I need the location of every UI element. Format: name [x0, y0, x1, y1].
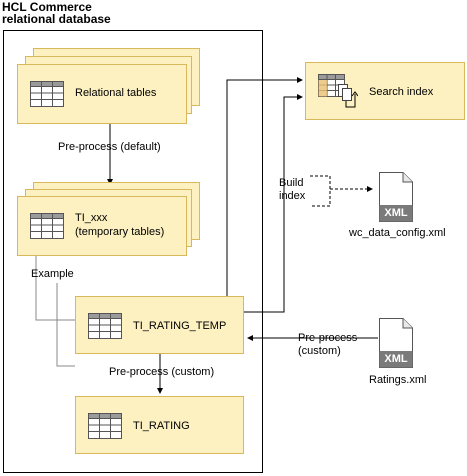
- xml-file-icon: [379, 172, 413, 222]
- example-label: Example: [31, 268, 74, 280]
- table-icon: [88, 413, 122, 439]
- table-icon: [30, 213, 64, 239]
- preprocess-custom-label-line2: (custom): [298, 345, 341, 357]
- ti-xxx-label-line2: (temporary tables): [75, 226, 165, 238]
- relational-tables-box[interactable]: Relational tables: [17, 64, 187, 124]
- config-xml-badge: XML: [384, 207, 408, 219]
- database-boundary: [3, 30, 263, 473]
- ti-xxx-label-line1: TI_xxx: [75, 212, 108, 224]
- ti-xxx-box[interactable]: TI_xxx (temporary tables): [17, 196, 187, 256]
- search-index-label: Search index: [369, 86, 434, 98]
- ratings-file-name[interactable]: Ratings.xml: [369, 374, 427, 386]
- db-title-line1: HCL Commerce: [2, 0, 92, 14]
- db-title-line2: relational database: [2, 12, 111, 26]
- ti-rating-box[interactable]: TI_RATING: [75, 396, 244, 454]
- build-index-label-line1: Build: [279, 177, 304, 189]
- search-index-box[interactable]: Search index: [305, 62, 465, 120]
- preprocess-default-label: Pre-process (default): [58, 141, 161, 153]
- table-icon: [88, 313, 122, 339]
- ratings-xml-badge: XML: [384, 353, 408, 365]
- xml-file-icon: [379, 318, 413, 368]
- config-file-name[interactable]: wc_data_config.xml: [349, 227, 446, 239]
- search-index-icon: [318, 74, 358, 108]
- ti-rating-temp-box[interactable]: TI_RATING_TEMP: [75, 296, 244, 354]
- preprocess-custom-down-label: Pre-process (custom): [109, 366, 215, 378]
- ti-rating-label: TI_RATING: [133, 420, 190, 432]
- preprocess-custom-label-line1: Pre-process: [298, 332, 358, 344]
- relational-tables-label: Relational tables: [75, 87, 157, 99]
- ti-rating-temp-label: TI_RATING_TEMP: [133, 320, 227, 332]
- build-index-label-line2: index: [279, 190, 306, 202]
- table-icon: [30, 81, 64, 107]
